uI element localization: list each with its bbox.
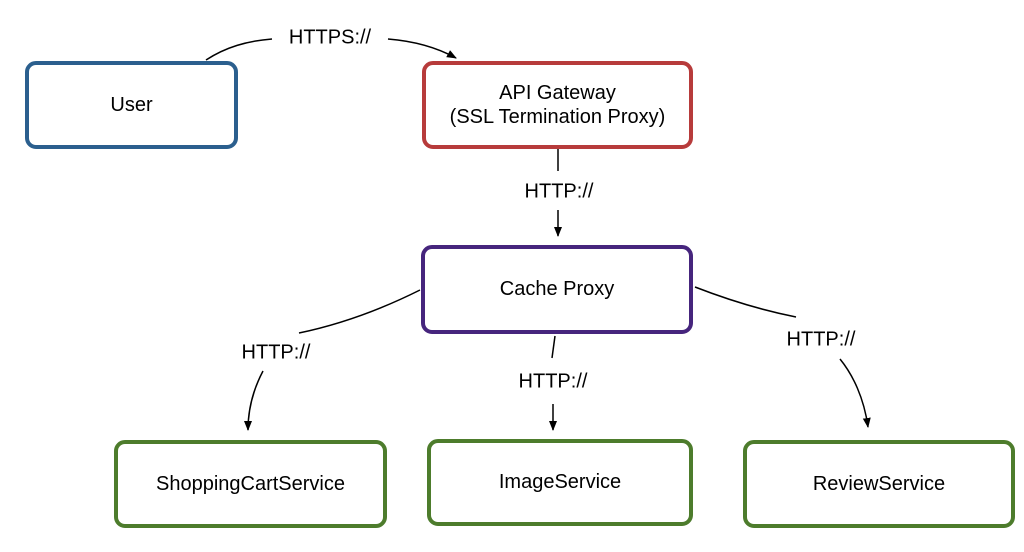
node-user-label: User bbox=[110, 93, 153, 116]
edge-cache-proxy-to-review-service-bottom bbox=[839, 358, 871, 428]
node-api-gateway-label: API Gateway bbox=[499, 81, 616, 104]
edge-user-to-api-gateway-left bbox=[205, 38, 273, 61]
node-cache-proxy: Cache Proxy bbox=[421, 245, 693, 334]
edge-cache-proxy-to-shopping-cart-bottom bbox=[244, 370, 264, 431]
edge-cache-proxy-to-shopping-cart-top bbox=[298, 289, 421, 334]
edge-label-http-cache-proxy-review-service: HTTP:// bbox=[786, 328, 856, 351]
edge-label-https-user-api-gateway: HTTPS:// bbox=[288, 26, 372, 49]
edge-label-http-api-gateway-cache-proxy: HTTP:// bbox=[524, 180, 594, 203]
node-image-service-label: ImageService bbox=[498, 471, 622, 494]
node-review-service-label: ReviewService bbox=[812, 472, 946, 495]
node-shopping-cart-service-label: ShoppingCartService bbox=[156, 472, 345, 495]
node-user: User bbox=[25, 61, 238, 149]
node-review-service: ReviewService bbox=[743, 440, 1015, 528]
edge-cache-proxy-to-image-service-top bbox=[551, 335, 556, 359]
edge-label-http-cache-proxy-shopping-cart: HTTP:// bbox=[241, 341, 311, 364]
node-api-gateway-sublabel: (SSL Termination Proxy) bbox=[449, 106, 666, 128]
node-cache-proxy-label: Cache Proxy bbox=[499, 278, 615, 301]
node-shopping-cart-service: ShoppingCartService bbox=[114, 440, 387, 528]
node-image-service: ImageService bbox=[427, 439, 693, 526]
edge-user-to-api-gateway-right bbox=[387, 38, 457, 59]
edge-label-http-cache-proxy-image-service: HTTP:// bbox=[518, 370, 588, 393]
edge-cache-proxy-to-review-service-top bbox=[694, 286, 797, 318]
node-api-gateway: API Gateway (SSL Termination Proxy) bbox=[422, 61, 693, 149]
